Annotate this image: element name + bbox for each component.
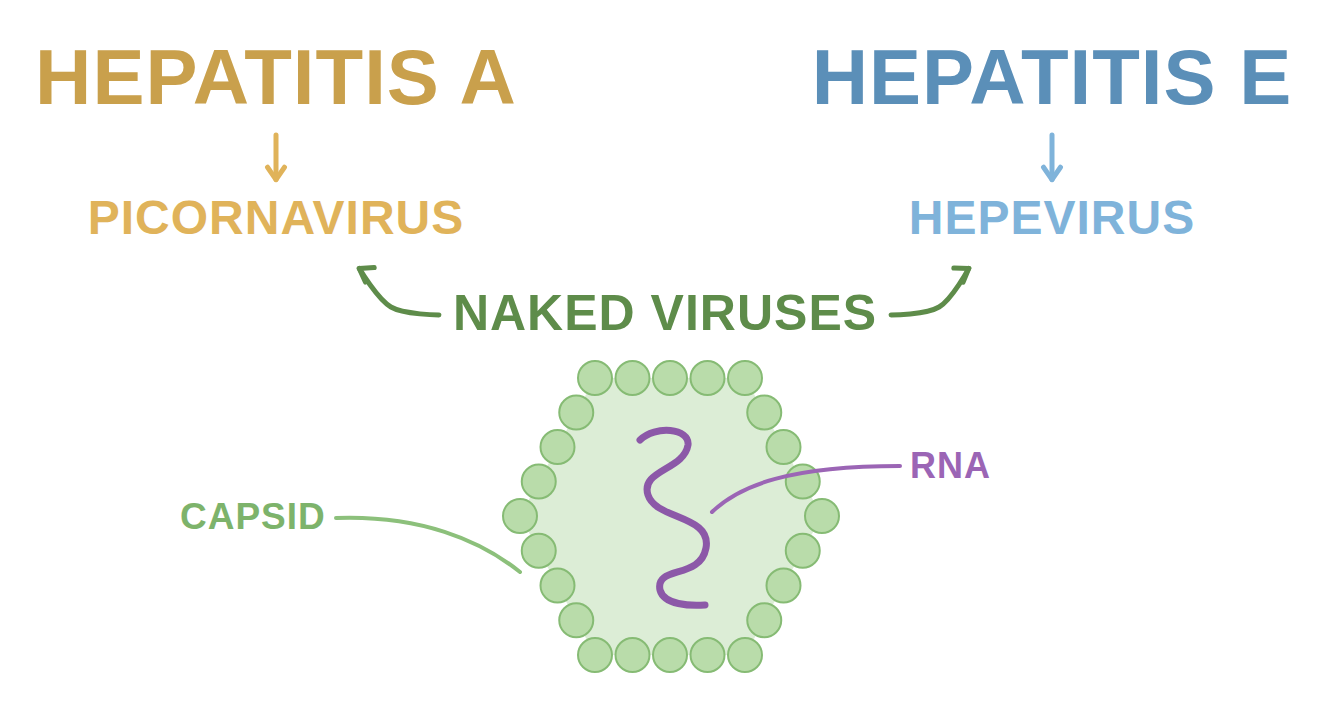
capsid-bead — [728, 638, 762, 672]
arrow-connector — [1044, 135, 1061, 180]
capsid-bead — [616, 361, 650, 395]
capsid-bead — [559, 396, 593, 430]
arrow-head — [954, 268, 969, 282]
capsid-beads — [503, 361, 839, 672]
heading-text: HEPATITIS A — [35, 35, 517, 121]
capsid-bead — [747, 603, 781, 637]
capsid-bead — [522, 534, 556, 568]
capsid-bead — [541, 569, 575, 603]
arrow-connector — [359, 268, 439, 315]
capsid-bead — [578, 361, 612, 395]
capsid-bead — [805, 499, 839, 533]
heading-text: HEPEVIRUS — [909, 192, 1195, 245]
capsid-bead — [503, 499, 537, 533]
capsid-bead — [653, 638, 687, 672]
category-name: NAKED VIRUSES — [453, 286, 877, 341]
rna-leader — [712, 466, 900, 512]
arrow-connector — [268, 135, 285, 180]
family-name: PICORNAVIRUS — [88, 192, 464, 245]
part-label: CAPSID — [180, 497, 326, 538]
capsid-bead — [767, 569, 801, 603]
heading-text: PICORNAVIRUS — [88, 192, 464, 245]
heading-text: HEPATITIS E — [812, 35, 1293, 121]
capsid-bead — [786, 534, 820, 568]
capsid-bead — [747, 396, 781, 430]
arrow-head — [359, 268, 374, 282]
arrow-shaft — [891, 268, 969, 315]
arrow-head — [1044, 167, 1061, 179]
capsid-bead — [767, 430, 801, 464]
virus-heading: HEPATITIS A — [35, 35, 517, 121]
arrow-connector — [891, 268, 969, 315]
heading-text: NAKED VIRUSES — [453, 286, 877, 341]
capsid-bead — [578, 638, 612, 672]
part-label: RNA — [910, 446, 991, 486]
capsid-bead — [691, 638, 725, 672]
capsid-bead — [616, 638, 650, 672]
family-name: HEPEVIRUS — [909, 192, 1195, 245]
capsid-body — [520, 378, 822, 655]
virus-heading: HEPATITIS E — [812, 35, 1293, 121]
capsid-bead — [691, 361, 725, 395]
capsid-bead — [653, 361, 687, 395]
capsid-bead — [541, 430, 575, 464]
capsid-bead — [728, 361, 762, 395]
capsid-leader — [336, 518, 520, 572]
arrow-head — [268, 167, 285, 179]
rna-strand — [640, 430, 706, 605]
capsid-bead — [522, 465, 556, 499]
capsid-bead — [559, 603, 593, 637]
arrow-shaft — [359, 268, 439, 315]
